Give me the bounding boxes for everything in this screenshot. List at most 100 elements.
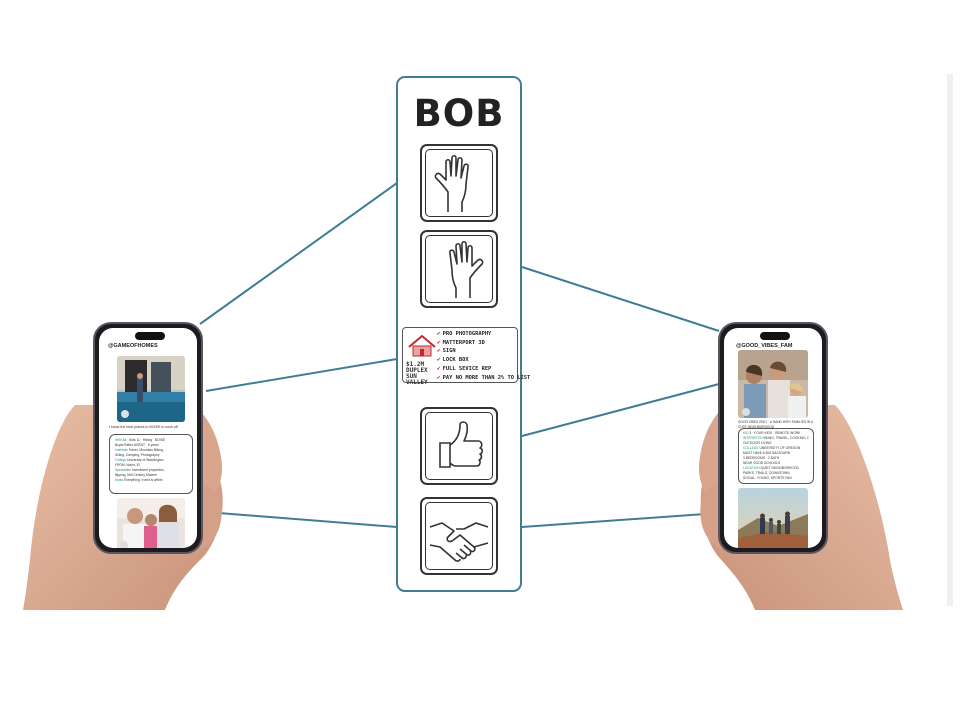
checklist-item: ✔FULL SEVICE REP: [437, 364, 492, 372]
info-line: MUST HAVE A BIG BACKYARD: [743, 451, 809, 456]
info-line: Specialties Investment properties,: [115, 468, 187, 473]
info-line: Buyer/Seller AGENT · 6 years: [115, 443, 187, 448]
checklist-item: ✔LOCK BOX: [437, 356, 469, 364]
checklist-item: ✔PAY NO MORE THAN 2% TO LIST: [437, 373, 531, 381]
right-phone: @GOOD_VIBES_FAM GOOD VIBES ONL: [718, 322, 828, 554]
info-value: Skiing, Camping, Photography: [115, 453, 160, 457]
info-key: Motto: [115, 478, 124, 482]
checkmark-icon: ✔: [437, 338, 441, 346]
raised-hand-icon: [434, 154, 469, 212]
info-line: College University of Washington: [115, 458, 187, 463]
info-value: MUST HAVE A BIG BACKYARD: [743, 451, 791, 455]
info-value: Travel, Mountain Biking,: [128, 448, 164, 452]
raised-hand-icon: [449, 240, 484, 298]
profile-caption: I know the best places in BOISE to cook …: [109, 425, 178, 429]
info-key: COLLEGE: [743, 446, 759, 450]
info-value: FROM: Idaho, ID: [115, 463, 140, 467]
bob-title: BOB: [413, 92, 505, 135]
info-key: Wife: [115, 438, 122, 442]
info-line: COLLEGE UNIVERSITY OF OREGON: [743, 446, 809, 451]
listing-card: $1.2M DUPLEX SUN VALLEY ✔PRO PHOTOGRAPHY…: [402, 327, 530, 386]
checkmark-icon: ✔: [437, 364, 441, 372]
info-line: Skiing, Camping, Photography: [115, 453, 187, 458]
info-line: LOCATION QUIET NEIGHBORHOOD: [743, 466, 809, 471]
raised-hand-tile: [420, 230, 498, 308]
hiking-photo: [738, 488, 808, 548]
checkmark-icon: ✔: [437, 356, 441, 364]
connector-right-2: [521, 383, 720, 437]
info-value: 3 · FOUR KIDS · REMOTE WORK: [749, 431, 801, 435]
thumbs-up-icon: [439, 421, 484, 468]
service-checklist: ✔PRO PHOTOGRAPHY ✔MATTERPORT 3D ✔SIGN ✔L…: [437, 330, 530, 382]
info-value: Investment properties,: [131, 468, 165, 472]
handshake-tile: [420, 497, 498, 575]
info-value: UNIVERSITY OF OREGON: [759, 446, 801, 450]
checklist-item: ✔MATTERPORT 3D: [437, 338, 485, 346]
bob-panel: BOB $1.2M DUPLEX SUN VALLEY: [396, 76, 530, 592]
connector-left-2: [205, 358, 398, 392]
info-value: NEAR GOOD SCHOOLS: [743, 461, 781, 465]
info-key: College: [115, 458, 127, 462]
checklist-item: ✔SIGN: [437, 347, 456, 355]
checklist-item: ✔PRO PHOTOGRAPHY: [437, 330, 492, 337]
info-value: University of Washington: [127, 458, 164, 462]
info-value: OUTDOOR LIVING: [743, 441, 772, 445]
dynamic-island: [135, 332, 165, 340]
listing-price: $1.2M DUPLEX SUN VALLEY: [406, 362, 440, 386]
family-photo: [117, 498, 185, 548]
page-edge: [947, 74, 953, 606]
profile-handle: @GOOD_VIBES_FAM: [736, 343, 793, 349]
info-key: LOCATION: [743, 466, 760, 470]
profile-photo: [117, 356, 185, 422]
info-line: KID 3 · FOUR KIDS · REMOTE WORK: [743, 431, 809, 436]
info-line: FROM: Idaho, ID: [115, 463, 187, 468]
info-value: PARKS, TRAILS, DOWNTOWN: [743, 471, 790, 475]
info-value: HIKING, TRAVEL, COOKING, DOGS: [762, 436, 809, 440]
info-key: Specialties: [115, 468, 131, 472]
info-key: Interests: [115, 448, 128, 452]
dynamic-island: [760, 332, 790, 340]
price-line: SUN VALLEY: [406, 373, 428, 386]
info-line: SOCIAL, YOUNG, SPORTS FAN: [743, 476, 809, 481]
raised-hand-tile: [420, 144, 498, 222]
info-line: OUTDOOR LIVING: [743, 441, 809, 446]
info-value: Everything I need is within: [124, 478, 163, 482]
info-line: NEAR GOOD SCHOOLS: [743, 461, 809, 466]
checkmark-icon: ✔: [437, 347, 441, 355]
connector-left-3: [205, 511, 398, 528]
left-phone: @GAMEOFHOMES I know the best places in B…: [93, 322, 203, 554]
info-value: 3 BEDROOMS · 2 BATH: [743, 456, 780, 460]
price-line: DUPLEX: [406, 367, 428, 374]
info-value: 24 · Kids 11 · Hiking · BOISE: [122, 438, 165, 442]
connector-left-1: [199, 182, 398, 325]
right-phone-screen: @GOOD_VIBES_FAM GOOD VIBES ONL: [724, 328, 822, 548]
info-value: flipping, Mid Century Modern: [115, 473, 158, 477]
info-line: INTERESTS HIKING, TRAVEL, COOKING, DOGS: [743, 436, 809, 441]
checkmark-icon: ✔: [437, 330, 441, 337]
family-photo: [738, 350, 808, 418]
info-line: Wife 24 · Kids 11 · Hiking · BOISE: [115, 438, 187, 443]
info-key: KID: [743, 431, 749, 435]
handshake-icon: [429, 522, 489, 562]
info-value: QUIET NEIGHBORHOOD: [760, 466, 799, 470]
info-value: Buyer/Seller AGENT · 6 years: [115, 443, 159, 447]
profile-caption: GOOD VIBES ONLY · A HAND WITH FAMILIES I…: [738, 420, 813, 429]
price-line: $1.2M: [406, 361, 425, 368]
checkmark-icon: ✔: [437, 373, 441, 381]
house-icon: [406, 331, 438, 359]
info-line: 3 BEDROOMS · 2 BATH: [743, 456, 809, 461]
connector-right-3: [521, 512, 720, 528]
info-key: INTERESTS: [743, 436, 762, 440]
connector-right-1: [521, 266, 720, 332]
profile-handle: @GAMEOFHOMES: [108, 343, 158, 349]
info-line: flipping, Mid Century Modern: [115, 473, 187, 478]
info-line: Motto Everything I need is within: [115, 478, 187, 483]
thumbs-up-tile: [420, 407, 498, 485]
left-phone-screen: @GAMEOFHOMES I know the best places in B…: [99, 328, 197, 548]
info-line: Interests Travel, Mountain Biking,: [115, 448, 187, 453]
info-value: SOCIAL, YOUNG, SPORTS FAN: [743, 476, 792, 480]
